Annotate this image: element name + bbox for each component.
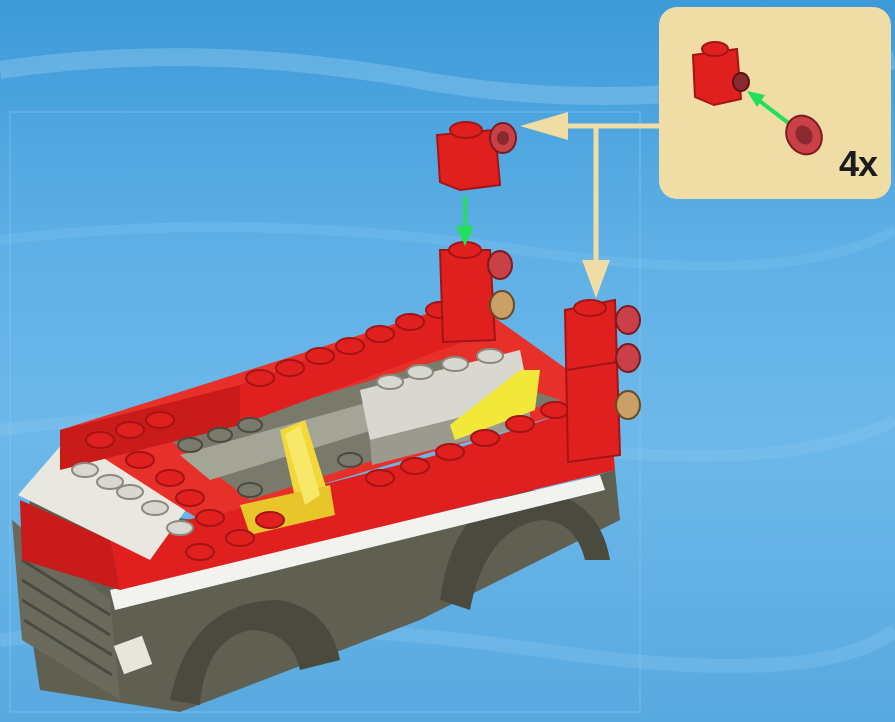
placement-arrows <box>520 112 660 298</box>
subassembly-callout: 4x <box>659 7 891 199</box>
new-brick-with-clip <box>437 122 516 190</box>
pillar-right <box>565 300 640 462</box>
quantity-label: 4x <box>839 143 877 185</box>
assembly-arrow-icon <box>747 91 791 125</box>
